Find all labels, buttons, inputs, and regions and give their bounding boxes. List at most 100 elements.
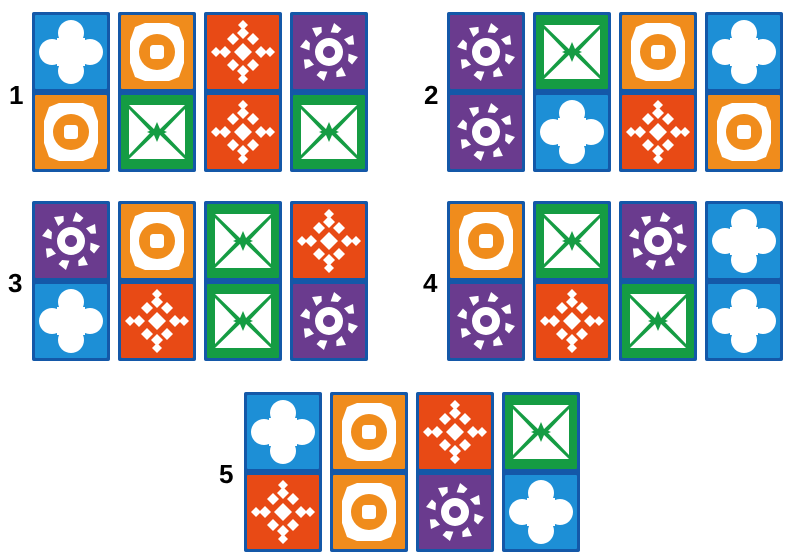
domino-card — [619, 201, 697, 361]
ring-icon — [708, 95, 780, 169]
bowtie-icon — [293, 95, 365, 169]
bottom-tile — [293, 95, 365, 169]
bowtie-icon — [207, 284, 279, 358]
bottom-tile — [207, 284, 279, 358]
sun-icon — [419, 475, 491, 549]
bowtie-icon — [207, 204, 279, 278]
domino-card — [619, 12, 697, 172]
domino-card — [502, 392, 580, 552]
ring-icon — [35, 95, 107, 169]
bowtie-icon — [121, 95, 193, 169]
top-tile — [536, 15, 608, 89]
bottom-tile — [708, 95, 780, 169]
top-tile — [35, 15, 107, 89]
bottom-tile — [622, 95, 694, 169]
cloud-icon — [35, 15, 107, 89]
domino-card — [204, 201, 282, 361]
top-tile — [121, 15, 193, 89]
domino-card — [290, 201, 368, 361]
cloud-icon — [536, 95, 608, 169]
diamond-icon — [247, 475, 319, 549]
ring-icon — [121, 15, 193, 89]
ring-icon — [622, 15, 694, 89]
bottom-tile — [536, 284, 608, 358]
domino-card — [533, 12, 611, 172]
bottom-tile — [121, 95, 193, 169]
bottom-tile — [708, 284, 780, 358]
bottom-tile — [622, 284, 694, 358]
bottom-tile — [505, 475, 577, 549]
top-tile — [450, 15, 522, 89]
bottom-tile — [293, 284, 365, 358]
top-tile — [622, 15, 694, 89]
ring-icon — [333, 475, 405, 549]
option-label: 5 — [219, 459, 234, 489]
diamond-icon — [207, 95, 279, 169]
cloud-icon — [708, 284, 780, 358]
bottom-tile — [450, 284, 522, 358]
diamond-icon — [622, 95, 694, 169]
top-tile — [121, 204, 193, 278]
domino-card — [533, 201, 611, 361]
top-tile — [708, 15, 780, 89]
bottom-tile — [247, 475, 319, 549]
sun-icon — [293, 284, 365, 358]
top-tile — [207, 204, 279, 278]
option-label: 1 — [9, 80, 24, 110]
ring-icon — [333, 395, 405, 469]
sun-icon — [450, 95, 522, 169]
option-label: 4 — [423, 268, 438, 298]
top-tile — [505, 395, 577, 469]
bottom-tile — [419, 475, 491, 549]
bowtie-icon — [622, 284, 694, 358]
domino-card — [118, 201, 196, 361]
bowtie-icon — [536, 204, 608, 278]
top-tile — [708, 204, 780, 278]
domino-card — [416, 392, 494, 552]
domino-card — [447, 201, 525, 361]
diamond-icon — [207, 15, 279, 89]
diamond-icon — [293, 204, 365, 278]
top-tile — [293, 15, 365, 89]
sun-icon — [450, 15, 522, 89]
domino-card — [32, 201, 110, 361]
domino-card — [447, 12, 525, 172]
top-tile — [622, 204, 694, 278]
domino-card — [204, 12, 282, 172]
bottom-tile — [35, 284, 107, 358]
diamond-icon — [536, 284, 608, 358]
option-label: 3 — [8, 268, 23, 298]
top-tile — [35, 204, 107, 278]
sun-icon — [35, 204, 107, 278]
domino-card — [290, 12, 368, 172]
bottom-tile — [536, 95, 608, 169]
diamond-icon — [121, 284, 193, 358]
top-tile — [419, 395, 491, 469]
top-tile — [536, 204, 608, 278]
sun-icon — [293, 15, 365, 89]
domino-card — [705, 201, 783, 361]
ring-icon — [450, 204, 522, 278]
domino-card — [330, 392, 408, 552]
cloud-icon — [247, 395, 319, 469]
ring-icon — [121, 204, 193, 278]
bowtie-icon — [536, 15, 608, 89]
bottom-tile — [450, 95, 522, 169]
top-tile — [247, 395, 319, 469]
top-tile — [450, 204, 522, 278]
sun-icon — [450, 284, 522, 358]
cloud-icon — [505, 475, 577, 549]
cloud-icon — [35, 284, 107, 358]
cloud-icon — [708, 204, 780, 278]
diamond-icon — [419, 395, 491, 469]
bottom-tile — [333, 475, 405, 549]
top-tile — [207, 15, 279, 89]
top-tile — [333, 395, 405, 469]
sun-icon — [622, 204, 694, 278]
domino-card — [118, 12, 196, 172]
bowtie-icon — [505, 395, 577, 469]
bottom-tile — [35, 95, 107, 169]
domino-card — [32, 12, 110, 172]
bottom-tile — [121, 284, 193, 358]
domino-card — [244, 392, 322, 552]
